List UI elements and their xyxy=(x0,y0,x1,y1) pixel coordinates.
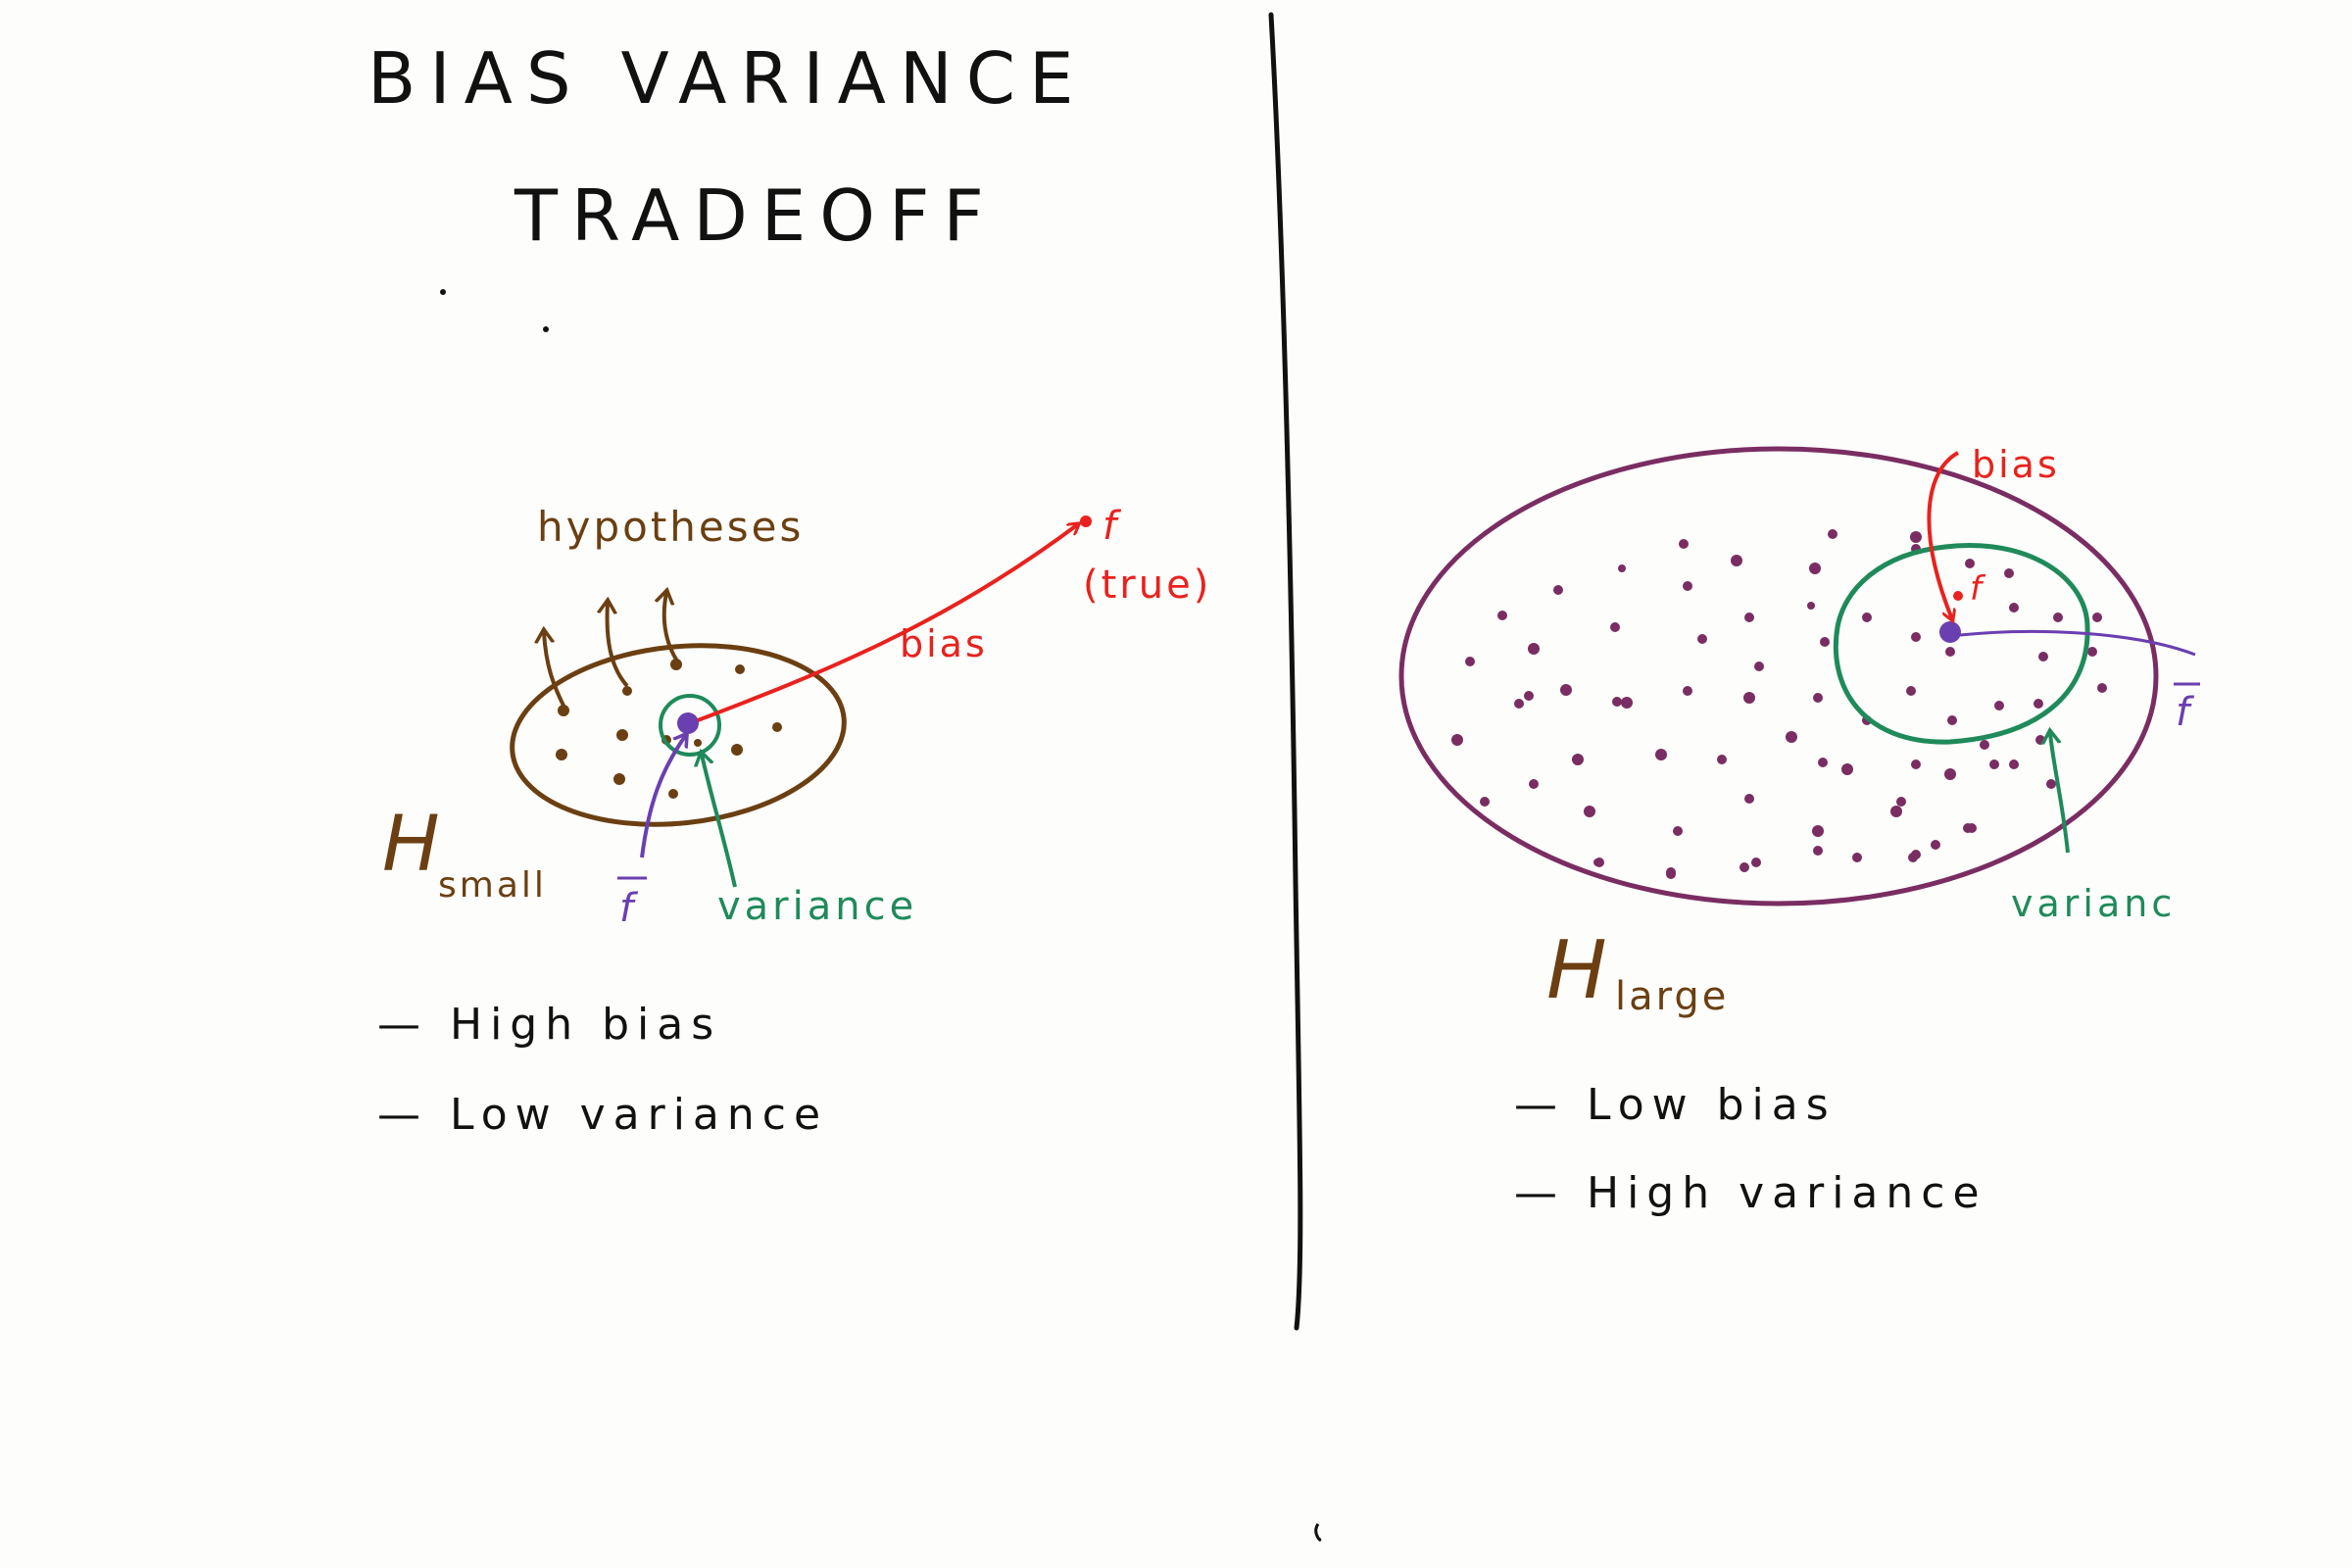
note-low-variance: — Low variance xyxy=(377,1090,828,1140)
hypotheses-arrow xyxy=(664,593,680,664)
title-line-1: BIAS VARIANCE xyxy=(368,37,1088,120)
note-high-bias: — High bias xyxy=(377,1000,721,1050)
h-large-subscript: large xyxy=(1615,974,1729,1019)
stray-dot xyxy=(543,326,549,332)
bias-label-large: bias xyxy=(1972,443,2060,486)
variance-arrow-large xyxy=(2050,733,2070,854)
stray-dot xyxy=(440,289,446,295)
hypothesis-dots-large xyxy=(1451,529,2107,879)
f-true-dot-large xyxy=(1953,591,1963,601)
bias-arrow-large xyxy=(1927,451,1960,619)
h-small-subscript: small xyxy=(438,865,547,906)
variance-circle-small xyxy=(659,694,721,757)
h-small-symbol: H xyxy=(382,801,440,889)
hypotheses-label: hypotheses xyxy=(537,503,804,551)
variance-circle-large xyxy=(1833,543,2090,745)
variance-arrow xyxy=(702,755,737,888)
note-high-variance: — High variance xyxy=(1514,1168,1987,1218)
true-label: (true) xyxy=(1083,563,1211,608)
hypothesis-dots xyxy=(556,659,782,799)
fbar-label: f xyxy=(619,886,639,931)
f-true-dot xyxy=(1080,515,1092,527)
note-low-bias: — Low bias xyxy=(1514,1080,1837,1130)
hypotheses-arrow xyxy=(544,632,566,709)
variance-label-large: varianc xyxy=(2011,882,2176,925)
fbar-arrow xyxy=(640,735,686,858)
variance-label: variance xyxy=(717,884,917,929)
h-large-symbol: H xyxy=(1546,924,1607,1017)
panel-divider xyxy=(1268,12,1303,1331)
bias-arrow xyxy=(697,524,1078,722)
f-label-large: f xyxy=(1970,569,1986,609)
right-panel: f bias f varianc H large — Low bias — Hi… xyxy=(1398,443,2200,1218)
fbar-dot xyxy=(677,712,699,734)
left-panel: hypotheses f (true) bias f variance H sm… xyxy=(377,503,1211,1140)
f-label: f xyxy=(1102,504,1122,549)
title-line-2: TRADEOFF xyxy=(514,174,998,257)
hypotheses-arrow xyxy=(608,603,629,688)
h-large-ellipse xyxy=(1398,446,2159,906)
fbar-label-large: f xyxy=(2176,690,2195,735)
bias-label: bias xyxy=(900,622,988,665)
fbar-line-large xyxy=(1959,629,2196,657)
fbar-dot-large xyxy=(1939,621,1961,643)
stray-mark xyxy=(1314,1523,1322,1542)
